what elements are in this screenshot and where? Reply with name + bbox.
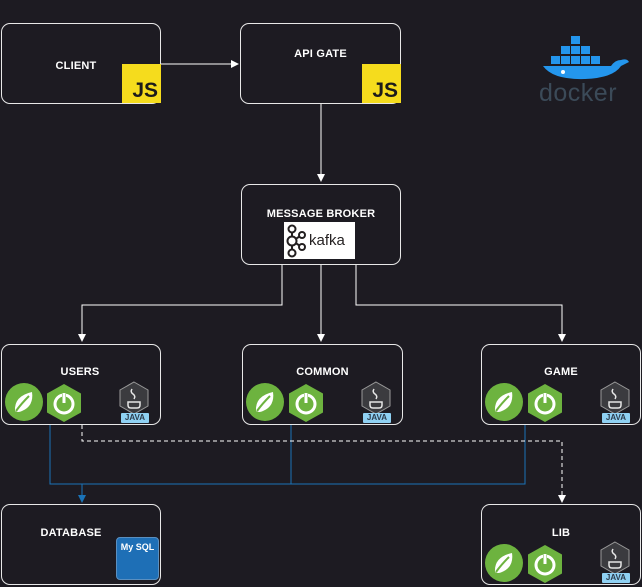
js-icon: JS <box>122 64 161 103</box>
java-icon <box>600 541 630 575</box>
edge-users-database <box>49 425 86 503</box>
java-label: JAVA <box>602 573 630 583</box>
kafka-icon <box>286 224 306 257</box>
spring-boot-icon <box>47 384 81 422</box>
client-label: CLIENT <box>55 60 97 72</box>
edge-broker-game <box>355 265 566 342</box>
client-node[interactable]: CLIENT JS <box>1 23 161 104</box>
edge-game-database <box>291 425 526 485</box>
users-label: USERS <box>60 366 100 378</box>
mysql-icon: My SQL <box>116 537 159 580</box>
spring-leaf-icon <box>246 383 284 421</box>
spring-boot-icon <box>528 545 562 583</box>
api-gate-label: API GATE <box>294 48 347 60</box>
common-label: COMMON <box>296 366 349 378</box>
docker-whale-icon <box>543 36 629 80</box>
api-gate-node[interactable]: API GATE JS <box>240 23 401 104</box>
spring-boot-icon <box>289 384 323 422</box>
kafka-label: kafka <box>309 232 345 249</box>
js-icon: JS <box>362 64 401 103</box>
java-icon <box>119 381 149 415</box>
edge-users-lib <box>81 425 566 503</box>
spring-leaf-icon <box>485 383 523 421</box>
java-label: JAVA <box>363 413 391 423</box>
spring-leaf-icon <box>5 383 43 421</box>
game-label: GAME <box>544 366 578 378</box>
lib-label: LIB <box>551 527 571 539</box>
java-label: JAVA <box>602 413 630 423</box>
spring-leaf-icon <box>485 544 523 582</box>
java-label: JAVA <box>121 413 149 423</box>
edge-broker-users <box>78 265 283 342</box>
java-icon <box>600 381 630 415</box>
spring-boot-icon <box>528 384 562 422</box>
database-node[interactable]: DATABASE My SQL <box>1 504 161 585</box>
edge-common-database <box>50 425 292 485</box>
database-label: DATABASE <box>40 527 102 539</box>
message-broker-label: MESSAGE BROKER <box>266 208 376 220</box>
java-icon <box>361 381 391 415</box>
docker-wordmark: docker <box>539 79 618 107</box>
kafka-logo: kafka <box>284 222 355 259</box>
